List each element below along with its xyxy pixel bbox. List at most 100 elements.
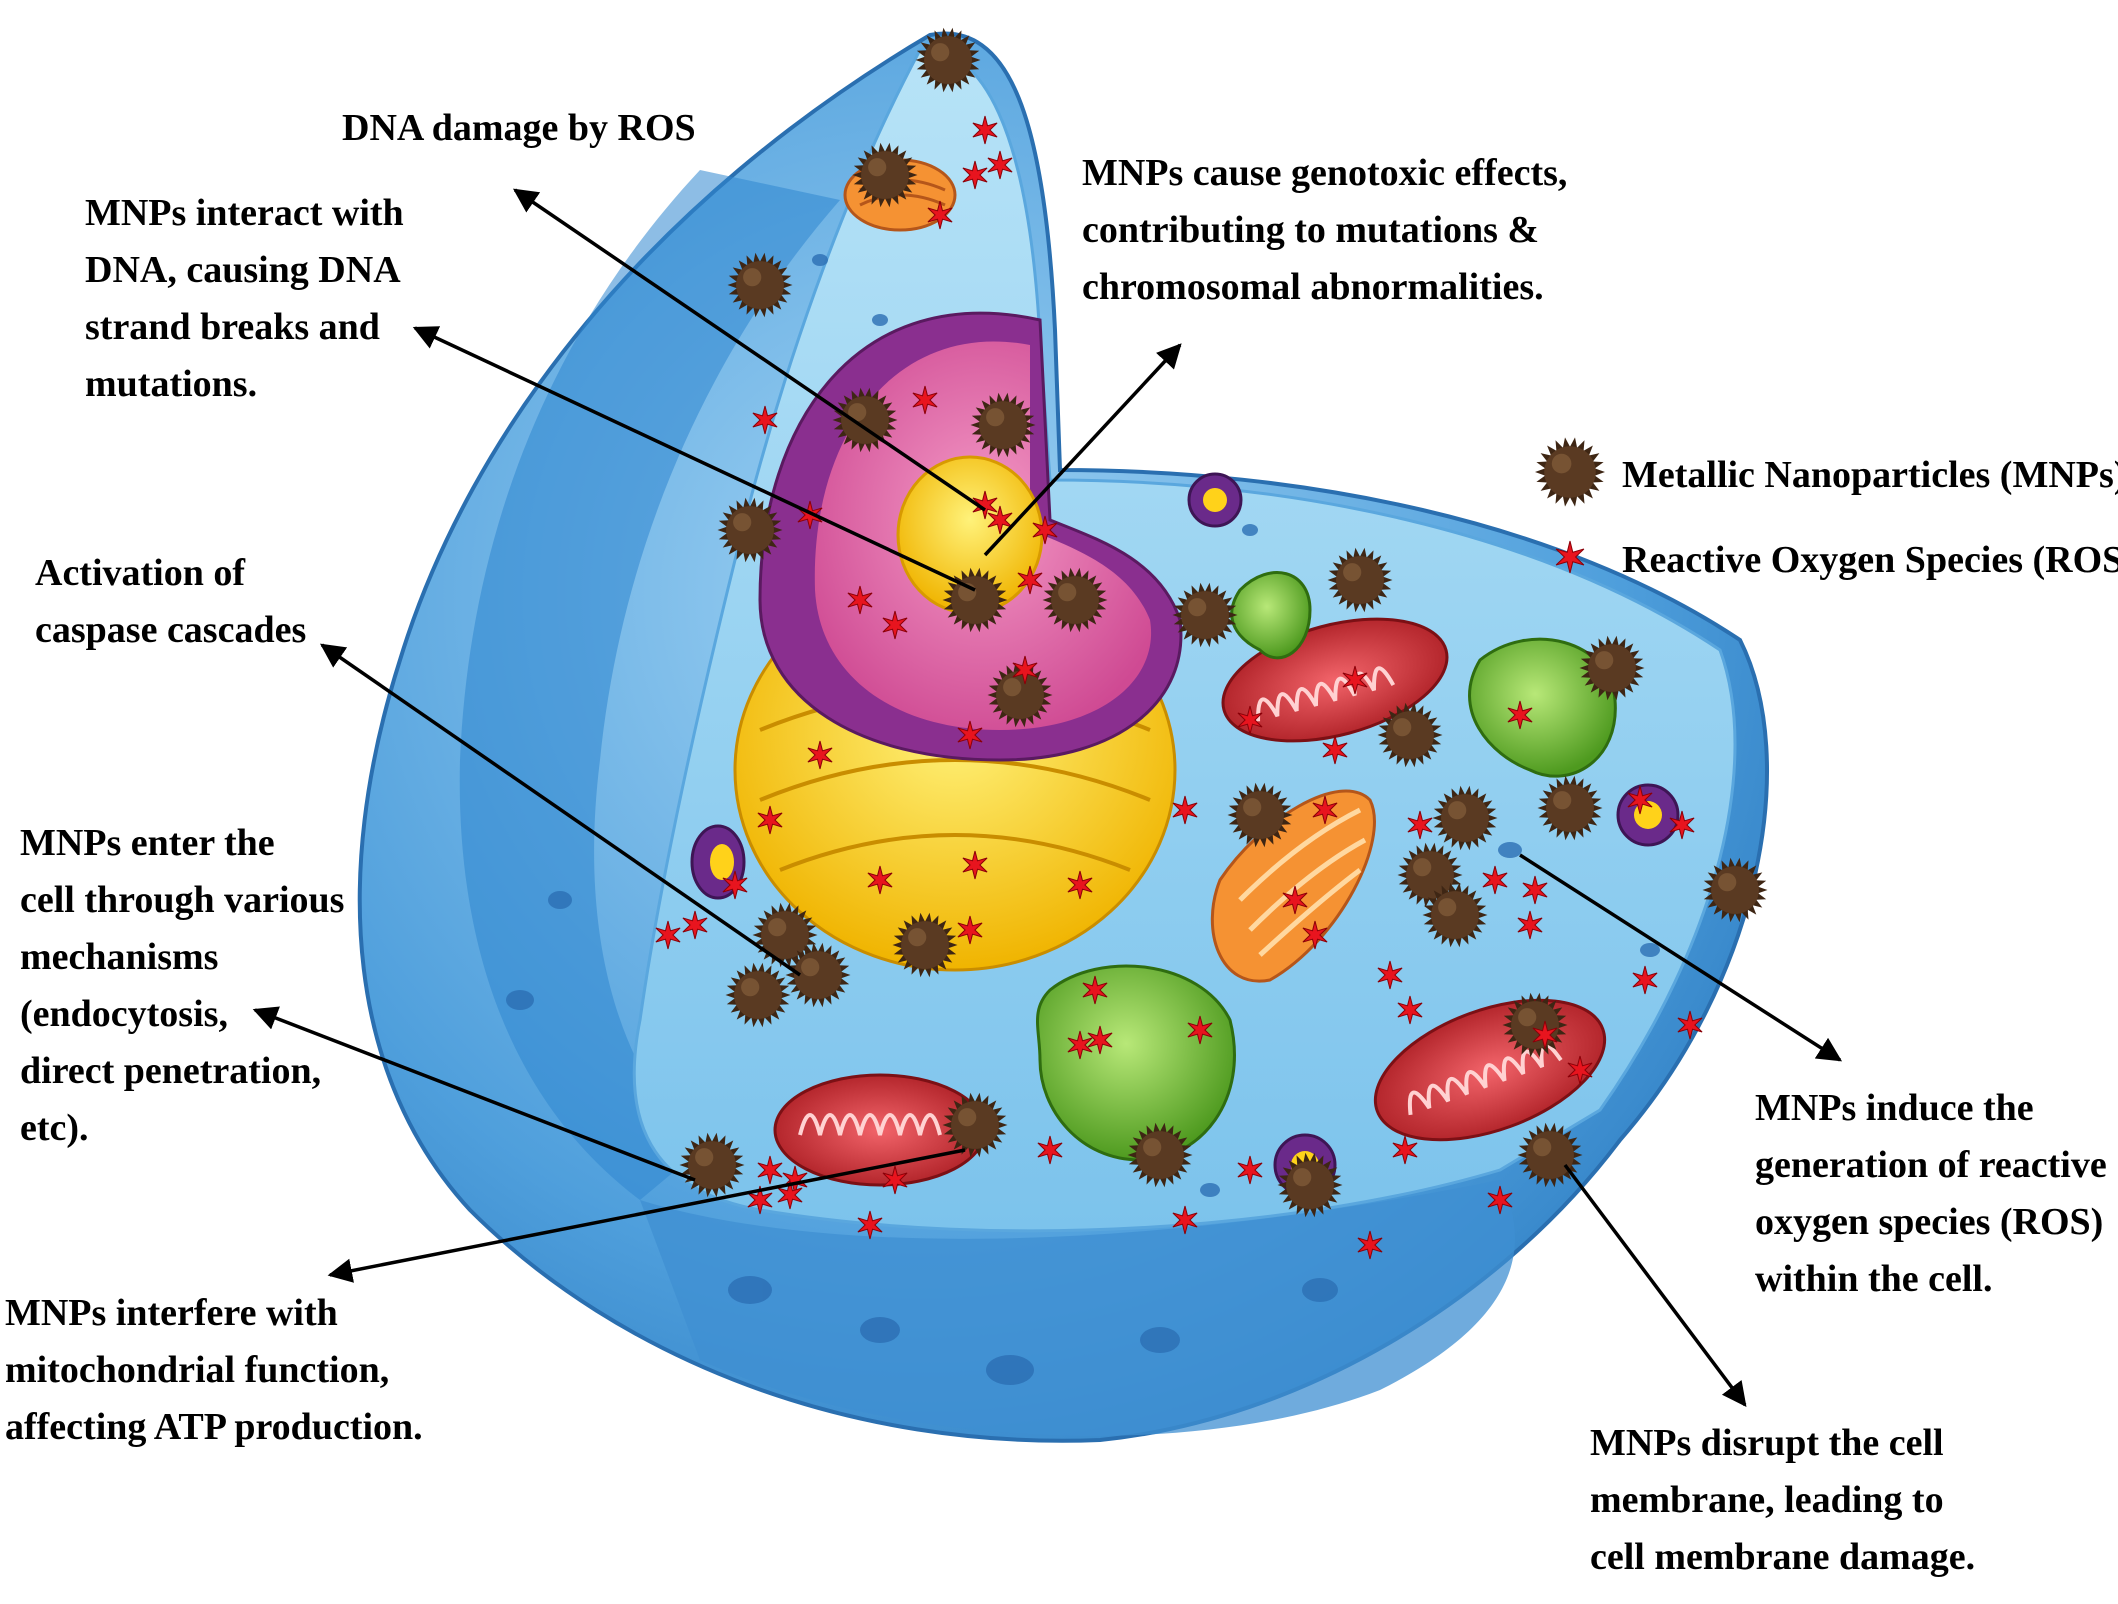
ros-star [1522, 875, 1548, 905]
ros-star [1392, 1135, 1418, 1165]
nanoparticle [1579, 635, 1645, 701]
annotation-line: oxygen species (ROS) [1755, 1201, 2103, 1243]
annotation-line: membrane, leading to [1590, 1479, 1944, 1521]
ros-star [857, 1210, 883, 1240]
annotation-line: mitochondrial function, [5, 1349, 389, 1391]
ros-star [927, 200, 953, 230]
ros-star [1067, 870, 1093, 900]
ros-star [1302, 920, 1328, 950]
ros-star [912, 385, 938, 415]
arrow-ros-gen [1519, 853, 1843, 1062]
cell-inner-wall [459, 170, 840, 1200]
nanoparticle [1042, 567, 1108, 633]
annotation-line: Activation of [35, 552, 246, 594]
ros-star [957, 915, 983, 945]
ros-star [972, 490, 998, 520]
ros-star [1322, 735, 1348, 765]
ros-star [1482, 865, 1508, 895]
annotation-line: MNPs enter the [20, 822, 275, 864]
nanoparticle [942, 1092, 1008, 1158]
annotation-line: MNPs disrupt the cell [1590, 1422, 1944, 1464]
annotation-line: within the cell. [1755, 1258, 1992, 1300]
annotation-arrows [252, 188, 1843, 1407]
nanoparticle [1227, 782, 1293, 848]
ros-star [1172, 795, 1198, 825]
annotation-line: mutations. [85, 363, 257, 405]
annotation-line: DNA damage by ROS [342, 107, 696, 149]
arrow-caspase [319, 643, 801, 977]
ros-star [1632, 965, 1658, 995]
nanoparticle [752, 902, 818, 968]
ros-star [1067, 1030, 1093, 1060]
annotation-line: cell membrane damage. [1590, 1536, 1975, 1578]
ros-star [1187, 1015, 1213, 1045]
legend-item-mnp: Metallic Nanoparticles (MNPs) [1535, 437, 2118, 507]
vacuoles [1036, 571, 1617, 1162]
annotation-line: mechanisms [20, 936, 218, 978]
arrow-enter [252, 1006, 696, 1182]
golgi-apparatus-center [1210, 789, 1376, 983]
ros-star [655, 920, 681, 950]
ros-star [1032, 515, 1058, 545]
ros-star [752, 405, 778, 435]
annotation-line: (endocytosis, [20, 993, 228, 1035]
nanoparticle [1377, 702, 1443, 768]
vacuole-right [1468, 637, 1617, 778]
ros-star [1507, 700, 1533, 730]
ros-star [962, 160, 988, 190]
nanoparticle [1172, 582, 1238, 648]
legend-label-ros: Reactive Oxygen Species (ROS) [1622, 539, 2118, 581]
ros-star [1677, 1010, 1703, 1040]
ros-star [957, 720, 983, 750]
arrow-genotoxic [983, 343, 1182, 557]
nanoparticle [1127, 1122, 1193, 1188]
ros-star [1082, 975, 1108, 1005]
ros-star [1407, 810, 1433, 840]
legend: Metallic Nanoparticles (MNPs) Reactive O… [1535, 437, 2118, 581]
ros-star [1312, 795, 1338, 825]
annotation-line: MNPs cause genotoxic effects, [1082, 152, 1567, 194]
nanoparticle [1537, 775, 1603, 841]
ros-star [807, 740, 833, 770]
annotation-line: MNPs interfere with [5, 1292, 338, 1334]
ros-layer [655, 115, 1703, 1260]
ros-star [847, 585, 873, 615]
ros-star [757, 805, 783, 835]
nanoparticle [970, 392, 1036, 458]
ros-star [682, 910, 708, 940]
legend-label-mnp: Metallic Nanoparticles (MNPs) [1622, 454, 2118, 496]
ros-star [1342, 665, 1368, 695]
ros-star [1487, 1185, 1513, 1215]
nanoparticle [1702, 857, 1768, 923]
nanoparticle [727, 252, 793, 318]
ros-star [1172, 1205, 1198, 1235]
ros-star [962, 850, 988, 880]
ros-star [1282, 885, 1308, 915]
annotation-line: chromosomal abnormalities. [1082, 266, 1544, 308]
legend-item-ros: Reactive Oxygen Species (ROS) [1555, 539, 2118, 581]
nanoparticle [1277, 1152, 1343, 1218]
nanoparticle [1422, 882, 1488, 948]
ros-star [1087, 1025, 1113, 1055]
ros-star [1012, 655, 1038, 685]
ros-star [1669, 810, 1695, 840]
ros-star [1237, 1155, 1263, 1185]
ros-star [1377, 960, 1403, 990]
annotation-line: MNPs interact with [85, 192, 404, 234]
annotation-line: DNA, causing DNA [85, 249, 401, 291]
ros-star [987, 150, 1013, 180]
ros-star [1397, 995, 1423, 1025]
ros-star [1555, 540, 1585, 574]
annotation-line: direct penetration, [20, 1050, 321, 1092]
arrow-membrane [1563, 1163, 1747, 1407]
ros-star [1567, 1055, 1593, 1085]
annotation-mito: MNPs interfere with mitochondrial functio… [5, 1292, 423, 1448]
arrow-mito [327, 1148, 966, 1283]
ros-star [987, 505, 1013, 535]
ros-star [1532, 1020, 1558, 1050]
annotation-line: strand breaks and [85, 306, 380, 348]
